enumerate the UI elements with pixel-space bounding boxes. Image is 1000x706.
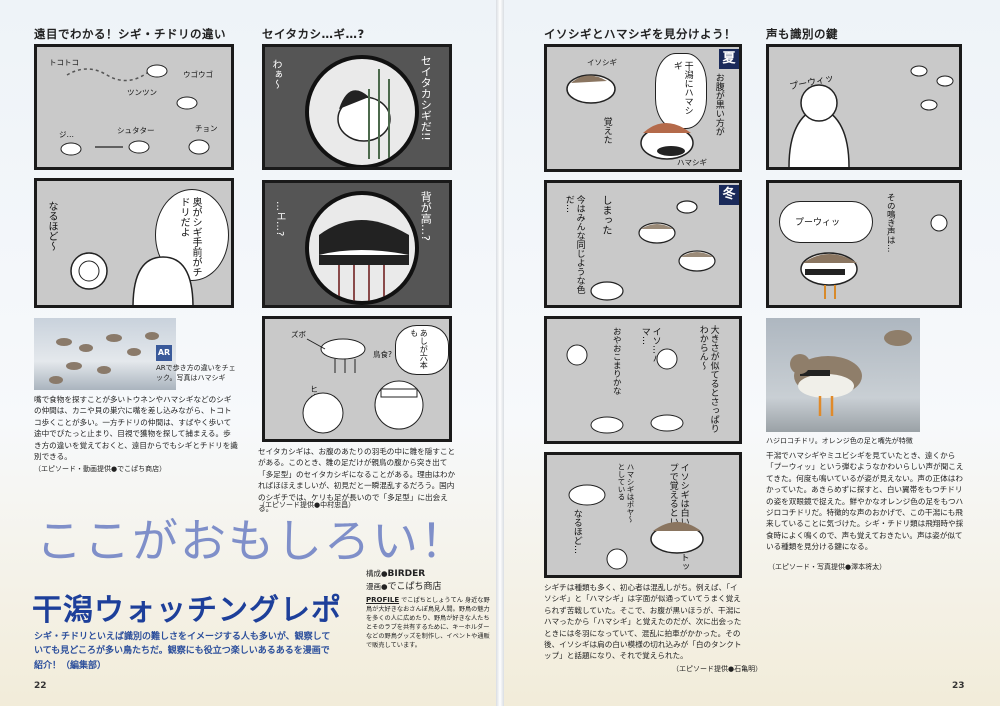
dunlin-flock-photo xyxy=(49,332,159,384)
manga-panel-tall: …エ…? 背が高…? xyxy=(262,180,452,308)
manga-panel-binocular-view: わぁ〜 セイタカシギだ!! xyxy=(262,44,452,170)
binocular-circle-2 xyxy=(305,191,419,305)
speech-bubble xyxy=(155,189,229,281)
walking-birds-drawing xyxy=(60,64,210,156)
bubble-trouble: おやおこまりかな xyxy=(611,327,622,395)
bubble-memorized: 覚えた xyxy=(601,117,612,144)
lead-text: シギ・チドリといえば識別の難しさをイメージする人も多いが、観察していても見どころ… xyxy=(34,632,331,671)
bubble-stilt: セイタカシギだ!! xyxy=(419,55,433,141)
column1-credit: （エピソード・動画提供●でこぱち商店） xyxy=(34,465,167,473)
confused-drawing xyxy=(566,344,684,434)
profile-text: でこぱちとしょうてん 身近な野鳥が大好きなおさんぽ鳥見人間。野鳥の魅力を多くの人… xyxy=(366,597,490,649)
word-bird-food: 鳥食? xyxy=(373,350,392,359)
binocular-circle xyxy=(305,55,419,167)
sfx-ugougo: ウゴウゴ xyxy=(183,70,213,79)
season-summer: 夏 xyxy=(719,49,739,69)
manga-panel-walking: トコトコ ツンツン ジ… ウゴウゴ シュタター チョン xyxy=(34,44,234,170)
ar-badge[interactable]: AR xyxy=(156,345,172,361)
bubble-black-belly: お腹が黒い方が xyxy=(713,73,724,136)
people-drawing xyxy=(302,338,424,434)
sfx-chon: チョン xyxy=(195,124,218,133)
bubble-i-see: なるほど… xyxy=(571,509,582,554)
column2-credit: （エピソード提供●中村忠昌） xyxy=(258,501,356,509)
sfx-puuwi-2: プーウィッ xyxy=(795,218,841,228)
manga-panel-winter: 冬 しまった 今はみんな同じような色だ… xyxy=(544,180,742,308)
bubble-white-tanktop: イソシギは白いタンクトップで覚えるといいよ xyxy=(667,463,689,571)
speech-bubble-hama xyxy=(655,53,707,129)
sfx-tokotoko: トコトコ xyxy=(49,58,79,67)
compose-name: BIRDER xyxy=(387,569,426,579)
bubble-same-color: 今はみんな同じような色だ… xyxy=(563,195,585,294)
column2-title: セイタカシ…ギ…? xyxy=(262,27,365,41)
column4-title: 声も識別の鍵 xyxy=(766,27,838,41)
little-ringed-plover-photo xyxy=(790,330,912,416)
column1-caption: 嘴で食物を探すことが多いトウネンやハマシギなどのシギの仲間は、カニや貝の巣穴に嘴… xyxy=(34,395,238,461)
manga-name: でこぱち商店 xyxy=(387,582,442,592)
bubble-tall: 背が高…? xyxy=(419,191,433,241)
sfx-ji: ジ… xyxy=(59,130,74,139)
manga-panel-summer: 夏 イソシギ ハマシギ 干潟にハマシギ お腹が黒い方が 覚えた xyxy=(544,44,742,172)
column4-credit: （エピソード・写真提供●澤本将太） xyxy=(768,563,887,571)
manga-label: 漫画● xyxy=(366,582,388,591)
bubble-wah: わぁ〜 xyxy=(270,59,281,89)
column4-caption: 干潟でハマシギやミユビシギを見ていたとき、遠くから「プーウィッ」という弾むような… xyxy=(766,451,964,552)
bubble-six-legs: あしが六本も xyxy=(409,329,429,369)
gutter xyxy=(496,0,504,706)
photo-caption: ハジロコチドリ。オレンジ色の足と嘴先が特徴 xyxy=(766,437,913,445)
sfx-tsuntsun: ツンツン xyxy=(127,88,157,97)
column3-title: イソシギとハマシギを見分けよう！ xyxy=(544,27,736,41)
headline-top: ここがおもしろい！ xyxy=(36,514,468,568)
column1-title: 遠目でわかる！シギ・チドリの違い xyxy=(34,27,226,41)
stilt-chick-drawing xyxy=(337,69,391,159)
page-number-left: 22 xyxy=(34,681,47,691)
summer-birds-drawing xyxy=(566,74,694,160)
headline-main: 干潟ウォッチングレポ xyxy=(32,593,342,628)
manga-panel-found: プーウィッ その鳴き声は… xyxy=(766,180,962,308)
bubble-text: 奥がシギ手前がチドリだよ xyxy=(178,197,201,277)
bubble-hama: 干潟にハマシギ xyxy=(671,61,693,115)
label-common-sandpiper: イソシギ xyxy=(587,58,617,67)
bubble-eh: …エ…? xyxy=(274,201,285,237)
plover-photo[interactable] xyxy=(766,318,920,432)
left-page: 遠目でわかる！シギ・チドリの違い セイタカシ…ギ…? トコトコ ツンツン ジ… … xyxy=(0,0,496,706)
label-dunlin-note: ハマシギはポヤ〜としている xyxy=(617,463,635,523)
profile-label: PROFILE xyxy=(366,596,400,604)
reply-text: なるほど〜 xyxy=(46,201,57,251)
column2-caption: セイタカシギは、お腹のあたりの羽毛の中に雛を隠すことがある。このとき、雛の足だけ… xyxy=(258,447,456,513)
right-page: イソシギとハマシギを見分けよう！ 声も識別の鍵 夏 イソシギ ハマシギ 干潟にハ… xyxy=(504,0,1000,706)
tanktop-drawing xyxy=(568,484,704,570)
characters-drawing xyxy=(70,252,194,305)
bubble-oops: しまった xyxy=(600,195,611,235)
ar-caption: ARで歩き方の違いをチェック。写真はハマシギ xyxy=(156,364,236,382)
page-number-right: 23 xyxy=(952,681,965,691)
label-dunlin: ハマシギ xyxy=(677,158,707,167)
sfx-shutata: シュタター xyxy=(117,126,155,135)
manga-panel-tanktop: ハマシギはポヤ〜としている イソシギは白いタンクトップで覚えるといいよ なるほど… xyxy=(544,452,742,578)
column3-credit: （エピソード提供●石亀明） xyxy=(672,665,763,673)
plover-drawing xyxy=(800,214,948,299)
bubble-iso-hama: イソ…ハマ… xyxy=(639,327,661,363)
compose-label: 構成● xyxy=(366,569,388,578)
manga-panel-call: プーウィッ xyxy=(766,44,962,170)
winter-birds-drawing xyxy=(590,200,716,301)
listening-drawing xyxy=(788,65,954,167)
manga-panel-chicks: あしが六本も ヒナだよ! ズボ 鳥食? xyxy=(262,316,452,442)
speech-bubble-legs xyxy=(395,325,449,375)
manga-panel-confused: イソ…ハマ… おやおこまりかな 大きさが似てるとさっぱりわからん〜 xyxy=(544,316,742,444)
season-winter: 冬 xyxy=(719,185,739,205)
manga-panel-explanation: 奥がシギ手前がチドリだよ なるほど〜 xyxy=(34,178,234,308)
bubble-similar-size: 大きさが似てるとさっぱりわからん〜 xyxy=(697,325,719,433)
ar-photo-dunlin[interactable] xyxy=(34,318,176,390)
staff-credits: 構成●BIRDER 漫画●でこぱち商店 PROFILE でこぱちとしょうてん 身… xyxy=(366,568,490,651)
bubble-that-call: その鳴き声は… xyxy=(885,193,896,253)
stilt-body-drawing xyxy=(319,220,409,301)
column3-caption: シギチは種類も多く、初心者は混乱しがち。例えば、「イソシギ」と「ハマシギ」は字面… xyxy=(544,583,742,661)
sfx-zubo: ズボ xyxy=(291,330,306,339)
cloud-bubble xyxy=(779,201,873,243)
